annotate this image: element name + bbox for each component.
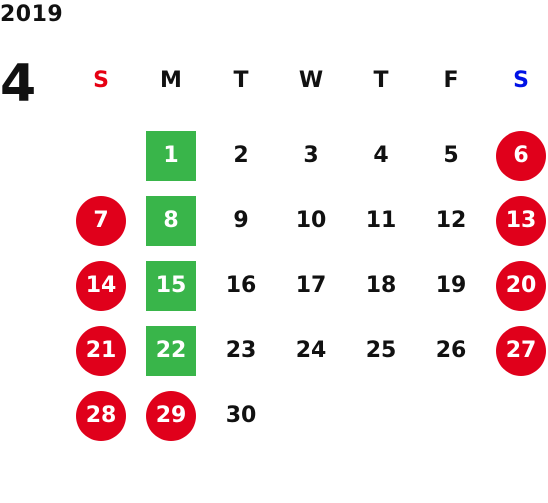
day-number: 13 xyxy=(496,195,546,246)
day-number: 10 xyxy=(295,208,327,233)
weekday-header-tuesday: T xyxy=(233,68,249,93)
calendar-empty-cell xyxy=(416,383,486,448)
calendar-day-cell[interactable]: 2 xyxy=(206,123,276,188)
calendar-day-cell[interactable]: 9 xyxy=(206,188,276,253)
weekday-header-saturday: S xyxy=(513,68,529,93)
calendar-day-cell[interactable]: 7 xyxy=(66,188,136,253)
day-number: 19 xyxy=(435,273,467,298)
calendar-day-cell[interactable]: 1 xyxy=(136,123,206,188)
weekday-header-thursday: T xyxy=(373,68,389,93)
calendar-day-cell[interactable]: 12 xyxy=(416,188,486,253)
day-number: 4 xyxy=(373,143,389,168)
calendar-day-cell[interactable]: 25 xyxy=(346,318,416,383)
calendar-day-cell[interactable]: 14 xyxy=(66,253,136,318)
day-number: 14 xyxy=(76,260,126,311)
day-number: 28 xyxy=(76,390,126,441)
day-number: 3 xyxy=(303,143,319,168)
day-number: 2 xyxy=(233,143,249,168)
day-number: 12 xyxy=(435,208,467,233)
day-number: 15 xyxy=(146,260,196,311)
calendar-day-cell[interactable]: 20 xyxy=(486,253,548,318)
weekday-header-monday: M xyxy=(160,68,182,93)
day-number xyxy=(76,131,126,181)
day-number xyxy=(426,391,476,441)
calendar-empty-cell xyxy=(346,383,416,448)
calendar-empty-cell xyxy=(486,383,548,448)
calendar-empty-cell xyxy=(276,383,346,448)
day-number: 22 xyxy=(146,325,196,376)
day-number: 5 xyxy=(443,143,459,168)
day-number: 24 xyxy=(295,338,327,363)
calendar-day-cell[interactable]: 30 xyxy=(206,383,276,448)
calendar-day-cell[interactable]: 15 xyxy=(136,253,206,318)
day-number: 11 xyxy=(365,208,397,233)
calendar-day-cell[interactable]: 23 xyxy=(206,318,276,383)
day-number: 20 xyxy=(496,260,546,311)
calendar-day-cell[interactable]: 10 xyxy=(276,188,346,253)
day-number xyxy=(286,391,336,441)
day-number: 6 xyxy=(496,130,546,181)
calendar-day-cell[interactable]: 18 xyxy=(346,253,416,318)
calendar-day-cell[interactable]: 26 xyxy=(416,318,486,383)
day-number: 8 xyxy=(146,195,196,246)
day-number: 27 xyxy=(496,325,546,376)
day-number: 30 xyxy=(225,403,257,428)
calendar-day-cell[interactable]: 11 xyxy=(346,188,416,253)
calendar-day-cell[interactable]: 19 xyxy=(416,253,486,318)
month-label: 4 xyxy=(0,54,37,114)
calendar-day-cell[interactable]: 29 xyxy=(136,383,206,448)
calendar-day-cell[interactable]: 22 xyxy=(136,318,206,383)
calendar-day-cell[interactable]: 6 xyxy=(486,123,548,188)
calendar-day-cell[interactable]: 17 xyxy=(276,253,346,318)
calendar-day-cell[interactable]: 13 xyxy=(486,188,548,253)
day-number: 1 xyxy=(146,130,196,181)
day-number: 29 xyxy=(146,390,196,441)
calendar-day-cell[interactable]: 4 xyxy=(346,123,416,188)
day-number xyxy=(496,391,546,441)
calendar-day-cell[interactable]: 16 xyxy=(206,253,276,318)
year-label: 2019 xyxy=(0,2,64,27)
calendar-empty-cell xyxy=(66,123,136,188)
calendar-day-cell[interactable]: 5 xyxy=(416,123,486,188)
weekday-header-friday: F xyxy=(443,68,459,93)
weekday-header-sunday: S xyxy=(93,68,109,93)
calendar-day-cell[interactable]: 21 xyxy=(66,318,136,383)
day-number: 7 xyxy=(76,195,126,246)
calendar-day-cell[interactable]: 24 xyxy=(276,318,346,383)
day-number: 16 xyxy=(225,273,257,298)
calendar-day-cell[interactable]: 8 xyxy=(136,188,206,253)
calendar-day-cell[interactable]: 28 xyxy=(66,383,136,448)
calendar-day-cell[interactable]: 27 xyxy=(486,318,548,383)
day-number: 18 xyxy=(365,273,397,298)
day-number: 26 xyxy=(435,338,467,363)
day-number: 25 xyxy=(365,338,397,363)
day-number: 9 xyxy=(233,208,249,233)
day-number xyxy=(356,391,406,441)
weekday-header-wednesday: W xyxy=(298,68,324,93)
calendar-day-cell[interactable]: 3 xyxy=(276,123,346,188)
day-number: 17 xyxy=(295,273,327,298)
day-number: 21 xyxy=(76,325,126,376)
day-number: 23 xyxy=(225,338,257,363)
